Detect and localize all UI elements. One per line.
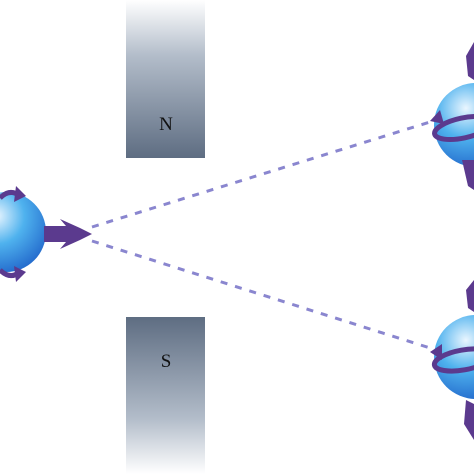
rotation-ring-icon [432,114,474,142]
deflected-up-particle-sphere [434,83,474,167]
south-pole-label: S [161,351,172,372]
rotation-arrowhead-icon [430,110,444,124]
spin-arrow-tail-icon [462,160,474,190]
magnet-south-pole: S [126,317,205,474]
spin-arrow-down-icon [464,400,474,440]
north-pole-label: N [159,114,173,135]
incoming-particle [0,186,92,282]
rotation-arrowhead-icon [430,344,442,360]
rotation-arrowhead-icon [14,266,26,282]
rotation-ring-icon [431,346,474,374]
magnet-north-pole: N [126,0,205,158]
incoming-particle-sphere [0,192,46,272]
rotation-arrowhead-icon [14,186,26,202]
deflected-down-particle [430,280,474,440]
deflected-up-particle [430,42,474,190]
deflected-down-particle-sphere [434,315,474,399]
spin-arrow-up-icon [466,42,474,80]
spin-arrow-tail-icon [466,280,474,312]
spin-arrow-icon [44,219,92,249]
